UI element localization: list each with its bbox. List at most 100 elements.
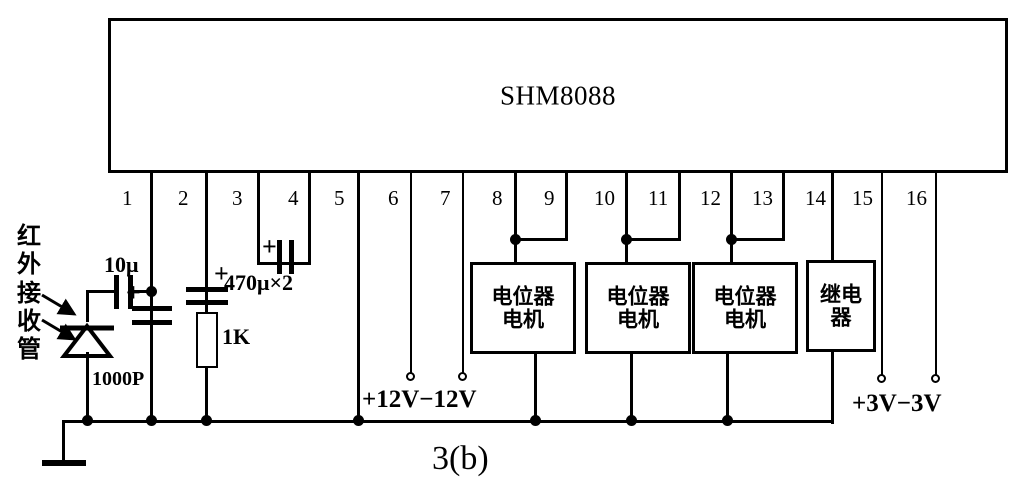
pin-lead-6 bbox=[410, 173, 412, 373]
pin-lead-11 bbox=[678, 173, 681, 239]
terminal-minus-3v[interactable] bbox=[931, 374, 940, 383]
ir-label-char-3: 接 bbox=[17, 278, 41, 307]
pin-lead-1 bbox=[150, 173, 153, 423]
ground-dot-pin1 bbox=[146, 415, 157, 426]
pin-number-11: 11 bbox=[648, 186, 669, 210]
wire-pin9-to-junction bbox=[514, 238, 568, 241]
ir-label-char-5: 管 bbox=[17, 335, 41, 364]
ground-dot-pin2 bbox=[201, 415, 212, 426]
terminal-plus-3v[interactable] bbox=[877, 374, 886, 383]
motor1-ground-lead bbox=[534, 354, 537, 424]
cap-1000p-plate-bottom bbox=[132, 320, 172, 325]
terminal-minus-12v[interactable] bbox=[458, 372, 467, 381]
ground-symbol-bar bbox=[42, 460, 86, 466]
pin-number-2: 2 bbox=[178, 186, 189, 210]
wire-pin11-to-junction bbox=[625, 238, 681, 241]
photodiode-lead-bottom bbox=[86, 352, 89, 424]
ground-dot-photodiode bbox=[82, 415, 93, 426]
ir-label-char-2: 外 bbox=[17, 250, 41, 279]
ground-symbol-stem bbox=[62, 420, 65, 462]
cap-10u-label: 10μ bbox=[104, 252, 139, 277]
motor3-ground-lead bbox=[726, 354, 729, 424]
junction-pin1-node bbox=[146, 286, 157, 297]
cap-10u-wire-right bbox=[132, 290, 154, 293]
pin-lead-16 bbox=[935, 173, 937, 375]
photodiode-to-cap-wire bbox=[86, 290, 116, 293]
cap-10u-plate-left bbox=[114, 275, 119, 309]
cap-470u-label: 470μ×2 bbox=[224, 270, 294, 295]
relay-line1: 继 bbox=[820, 282, 841, 307]
cap-470u-b-plate-bottom bbox=[186, 300, 228, 305]
pin-lead-15 bbox=[881, 173, 883, 375]
wire-junction-to-motor1 bbox=[514, 238, 517, 262]
pin-lead-2 bbox=[205, 173, 208, 423]
pin-number-15: 15 bbox=[852, 186, 873, 210]
motor2-line2: 电机 bbox=[617, 307, 659, 331]
pin-lead-5 bbox=[357, 173, 360, 423]
pin-lead-4 bbox=[308, 173, 311, 265]
pin-lead-12 bbox=[730, 173, 733, 239]
pin-lead-14 bbox=[831, 173, 834, 260]
cap-1000p-polarity: + bbox=[126, 278, 141, 307]
pin-number-7: 7 bbox=[440, 186, 451, 210]
ic-label: SHM8088 bbox=[499, 80, 617, 110]
cap-470u-plate-right bbox=[289, 240, 294, 274]
potentiometer-motor-block-3: 电位器 电机 bbox=[692, 262, 798, 354]
incident-light-arrows bbox=[41, 293, 77, 341]
cap-470u-plate-left bbox=[277, 240, 282, 274]
pin-number-8: 8 bbox=[492, 186, 503, 210]
cap-1000p-label: 1000P bbox=[92, 368, 145, 390]
ground-dot-motor2 bbox=[626, 415, 637, 426]
pin-number-1: 1 bbox=[122, 186, 133, 210]
motor3-line2: 电机 bbox=[724, 307, 766, 331]
wire-pin13-to-junction bbox=[730, 238, 785, 241]
relay-ground-lead bbox=[831, 352, 834, 424]
relay-block: 继电 器 bbox=[806, 260, 876, 352]
pin-number-10: 10 bbox=[594, 186, 615, 210]
pin-lead-10 bbox=[625, 173, 628, 239]
supply-label-12v: +12V−12V bbox=[362, 386, 477, 413]
motor3-line1: 电位器 bbox=[713, 284, 777, 309]
pin-lead-9 bbox=[565, 173, 568, 239]
pin-number-5: 5 bbox=[334, 186, 345, 210]
pin-number-6: 6 bbox=[388, 186, 399, 210]
pin-lead-8 bbox=[514, 173, 517, 239]
relay-line3: 器 bbox=[830, 305, 852, 329]
ground-dot-motor3 bbox=[722, 415, 733, 426]
pin-number-14: 14 bbox=[805, 186, 826, 210]
terminal-plus-12v[interactable] bbox=[406, 372, 415, 381]
pin-lead-13 bbox=[782, 173, 785, 239]
motor2-line1: 电位器 bbox=[606, 284, 670, 309]
motor1-line2: 电机 bbox=[502, 307, 544, 331]
cap-10u-plate-right bbox=[128, 275, 133, 309]
ground-dot-motor1 bbox=[530, 415, 541, 426]
pin-number-4: 4 bbox=[288, 186, 299, 210]
pin-number-9: 9 bbox=[544, 186, 555, 210]
wire-junction-to-motor3 bbox=[730, 238, 733, 262]
pin-lead-7 bbox=[462, 173, 464, 373]
photodiode-lead-top bbox=[86, 290, 89, 322]
cap-470u-bridge-wire bbox=[257, 262, 311, 265]
pin-lead-3 bbox=[257, 173, 260, 265]
potentiometer-motor-block-1: 电位器 电机 bbox=[470, 262, 576, 354]
relay-line2: 电 bbox=[841, 282, 862, 307]
ir-label-char-1: 红 bbox=[17, 222, 41, 250]
figure-caption: 3(b) bbox=[432, 440, 489, 477]
ground-dot-pin5 bbox=[353, 415, 364, 426]
pin-number-12: 12 bbox=[700, 186, 721, 210]
resistor-1k-label: 1K bbox=[222, 324, 251, 349]
pin-number-16: 16 bbox=[906, 186, 927, 210]
ic-body-shm8088: SHM8088 bbox=[108, 18, 1008, 173]
infrared-receiver-label: 红 外 接 收 管 bbox=[14, 222, 44, 364]
cap-470u-b-plate-top bbox=[186, 287, 228, 292]
supply-label-3v: +3V−3V bbox=[852, 390, 942, 417]
pin-number-13: 13 bbox=[752, 186, 773, 210]
cap-470u-polarity: + bbox=[262, 232, 277, 261]
ground-rail bbox=[62, 420, 832, 423]
resistor-1k-body bbox=[196, 312, 218, 368]
cap-470u-b-polarity: + bbox=[214, 259, 229, 288]
motor2-ground-lead bbox=[630, 354, 633, 424]
wire-junction-to-motor2 bbox=[625, 238, 628, 262]
ir-label-char-4: 收 bbox=[17, 306, 41, 335]
